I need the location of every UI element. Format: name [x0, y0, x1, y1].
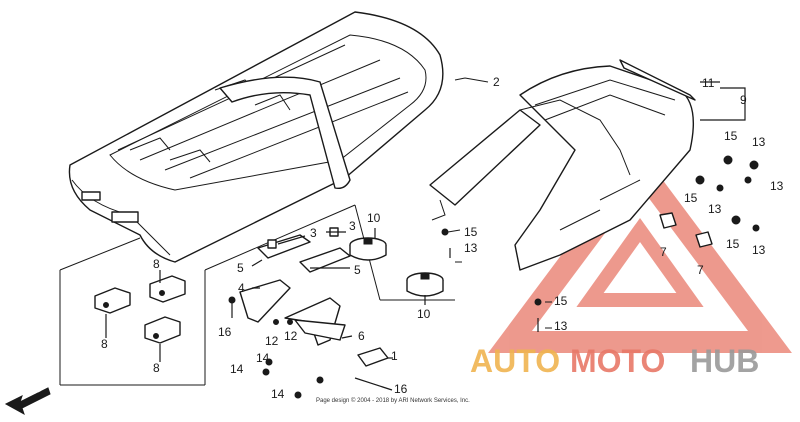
callout-16: 16 — [394, 382, 408, 396]
callout-11: 11 — [702, 76, 715, 90]
callout-14: 14 — [230, 362, 244, 376]
callout-12: 12 — [284, 329, 298, 343]
rubber-block — [144, 316, 181, 344]
seat-assembly — [68, 11, 444, 263]
callout-9: 9 — [740, 93, 747, 107]
callout-15: 15 — [554, 294, 568, 308]
callout-8: 8 — [153, 257, 160, 271]
callout-15: 15 — [464, 225, 478, 239]
hinge-bracket-group — [239, 227, 353, 346]
fastener-group — [228, 296, 393, 399]
callout-10: 10 — [367, 211, 381, 225]
callout-12: 12 — [265, 334, 279, 348]
callout-13: 13 — [752, 243, 766, 257]
callout-5: 5 — [354, 263, 361, 277]
rubber-block — [94, 287, 131, 314]
watermark-logo — [488, 149, 792, 353]
watermark-wordmark: AUTO MOTO HUB — [470, 343, 759, 379]
callout-15: 15 — [724, 129, 738, 143]
callout-13: 13 — [770, 179, 784, 193]
callout-3: 3 — [310, 226, 317, 240]
callout-6: 6 — [358, 329, 365, 343]
callout-7: 7 — [697, 263, 704, 277]
callout-5: 5 — [237, 261, 244, 275]
callout-10: 10 — [417, 307, 431, 321]
callout-1: 1 — [391, 349, 398, 363]
watermark-text-hub: HUB — [690, 343, 759, 379]
fwd-arrow: FWD — [4, 384, 51, 416]
rubber-block-group — [94, 270, 186, 362]
callout-labels: 1 2 3 3 4 5 5 6 7 7 8 8 8 9 10 10 11 12 … — [101, 75, 784, 401]
callout-4: 4 — [238, 281, 245, 295]
callout-7: 7 — [660, 245, 667, 259]
callout-15: 15 — [684, 191, 698, 205]
callout-8: 8 — [153, 361, 160, 375]
callout-14: 14 — [256, 351, 270, 365]
callout-15: 15 — [726, 237, 740, 251]
leader-lines — [447, 77, 552, 329]
callout-13: 13 — [752, 135, 766, 149]
watermark-text-moto: MOTO — [570, 343, 665, 379]
cowl-fastener-group — [441, 81, 760, 332]
cushion-rubber-group — [349, 228, 444, 305]
rear-cowl — [429, 59, 696, 271]
watermark-text-auto: AUTO — [470, 343, 560, 379]
callout-16: 16 — [218, 325, 232, 339]
callout-13: 13 — [464, 241, 478, 255]
copyright-text: Page design © 2004 - 2018 by ARI Network… — [316, 397, 470, 404]
callout-2: 2 — [493, 75, 500, 89]
callout-14: 14 — [271, 387, 285, 401]
callout-13: 13 — [708, 202, 722, 216]
callout-13: 13 — [554, 319, 568, 333]
callout-3: 3 — [349, 219, 356, 233]
rubber-block — [149, 275, 186, 303]
callout-8: 8 — [101, 337, 108, 351]
